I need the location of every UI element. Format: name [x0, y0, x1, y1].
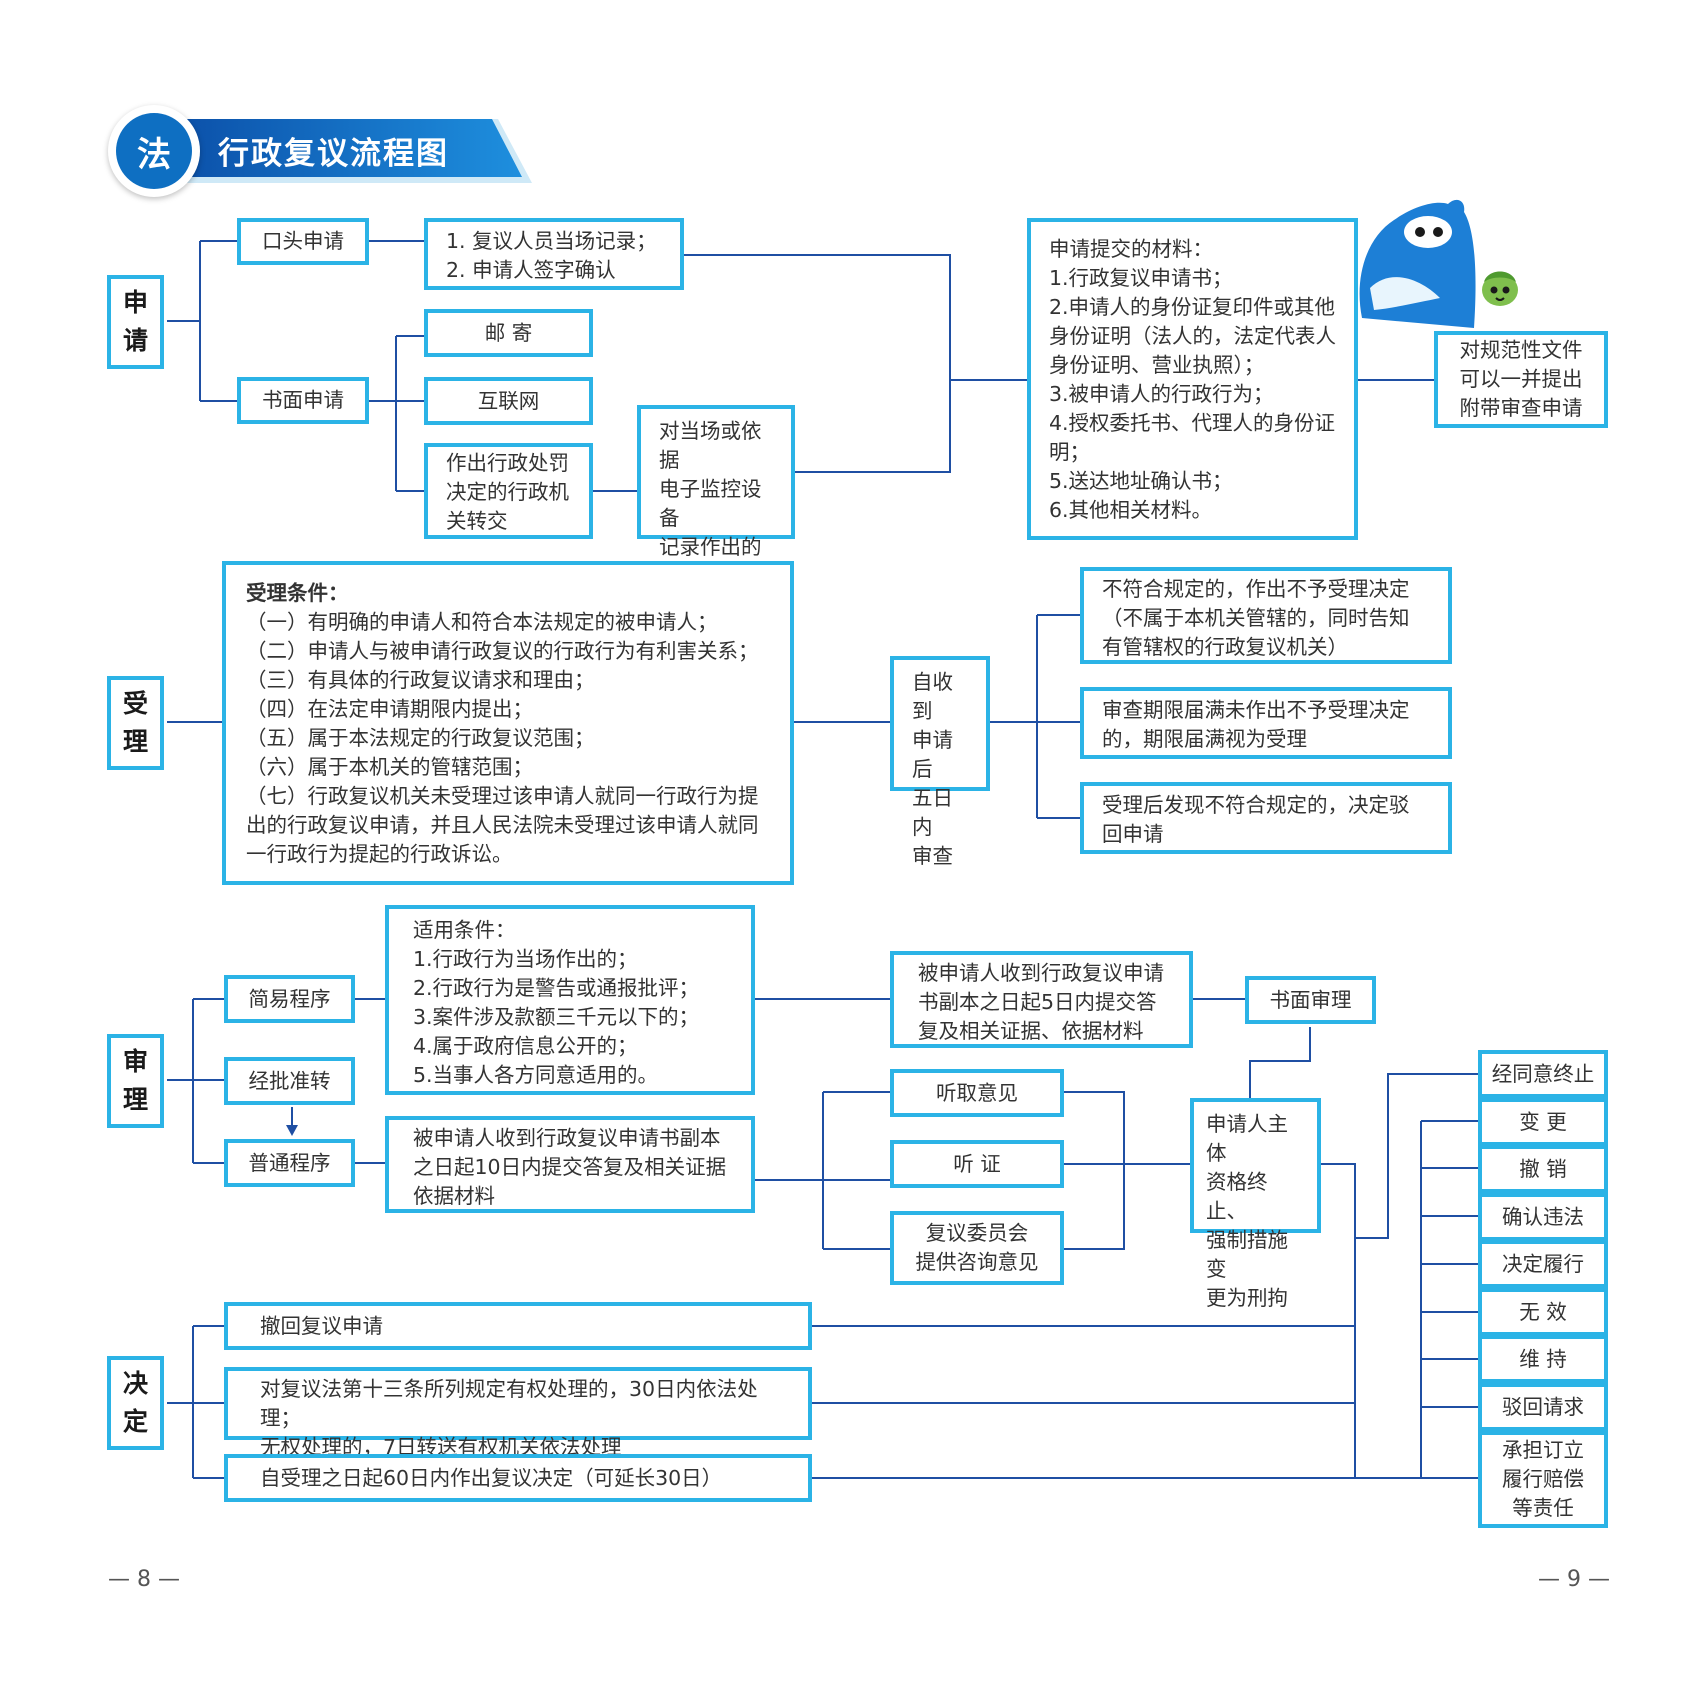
- outcome-invalid-box: 无 效: [1478, 1288, 1608, 1336]
- section-accept: 受 理: [107, 676, 164, 770]
- section-accept-char-2: 理: [122, 727, 148, 756]
- transfer-box: 作出行政处罚 决定的行政机 关转交: [424, 443, 593, 539]
- outcome-terminate-box: 经同意终止: [1478, 1050, 1608, 1098]
- withdraw-application-box: 撤回复议申请: [224, 1302, 812, 1350]
- materials-box: 申请提交的材料： 1.行政复议申请书； 2.申请人的身份证复印件或其他 身份证明…: [1027, 218, 1358, 540]
- law-emblem-icon: 法: [116, 113, 192, 189]
- section-apply-char-1: 申: [122, 288, 148, 317]
- accept-conditions-box: 受理条件： （一）有明确的申请人和符合本法规定的被申请人； （二）申请人与被申请…: [222, 561, 794, 885]
- deemed-accepted-box: 审查期限届满未作出不予受理决定 的，期限届满视为受理: [1080, 687, 1452, 759]
- page-number-right: — 9 —: [1538, 1567, 1610, 1592]
- outcome-order-perform-box: 决定履行: [1478, 1240, 1608, 1288]
- page-number-left: — 8 —: [108, 1567, 180, 1592]
- simple-conditions-box: 适用条件： 1.行政行为当场作出的； 2.行政行为是警告或通报批评； 3.案件涉…: [385, 905, 755, 1095]
- written-application-box: 书面申请: [237, 377, 369, 424]
- accept-conditions-list: （一）有明确的申请人和符合本法规定的被申请人； （二）申请人与被申请行政复议的行…: [246, 610, 759, 866]
- mascot-icon: [1359, 199, 1518, 328]
- accept-conditions-title: 受理条件：: [246, 581, 349, 605]
- hear-opinion-box: 听取意见: [890, 1069, 1064, 1117]
- written-review-box: 书面审理: [1245, 976, 1376, 1024]
- oral-application-box: 口头申请: [237, 218, 369, 265]
- reject-decision-box: 不符合规定的，作出不予受理决定 （不属于本机关管辖的，同时告知 有管辖权的行政复…: [1080, 567, 1452, 664]
- committee-opinion-box: 复议委员会 提供咨询意见: [890, 1211, 1064, 1285]
- mail-box: 邮 寄: [424, 309, 593, 357]
- page-title: 行政复议流程图: [218, 136, 449, 172]
- section-apply: 申 请: [107, 275, 164, 369]
- section-review-char-2: 理: [122, 1085, 148, 1114]
- normative-document-box: 对规范性文件 可以一并提出 附带审查申请: [1434, 331, 1608, 428]
- section-review: 审 理: [107, 1034, 164, 1128]
- oral-steps-box: 1. 复议人员当场记录； 2. 申请人签字确认: [424, 218, 684, 290]
- approved-transfer-box: 经批准转: [224, 1057, 355, 1105]
- outcome-confirm-illegal-box: 确认违法: [1478, 1193, 1608, 1241]
- simple-procedure-box: 简易程序: [224, 975, 355, 1023]
- section-apply-char-2: 请: [122, 326, 148, 355]
- simple-reply-box: 被申请人收到行政复议申请 书副本之日起5日内提交答 复及相关证据、依据材料: [890, 951, 1193, 1048]
- normal-procedure-box: 普通程序: [224, 1139, 355, 1187]
- section-review-char-1: 审: [122, 1047, 148, 1076]
- section-decide: 决 定: [107, 1356, 164, 1450]
- five-day-review-box: 自收到 申请后 五日内 审查: [890, 656, 990, 868]
- internet-box: 互联网: [424, 377, 593, 425]
- arrow-down-icon: [286, 1107, 298, 1136]
- section-decide-char-1: 决: [122, 1369, 148, 1398]
- outcome-compensation-box: 承担订立 履行赔偿 等责任: [1478, 1431, 1608, 1528]
- outcome-maintain-box: 维 持: [1478, 1335, 1608, 1383]
- section-accept-char-1: 受: [122, 689, 148, 718]
- hearing-box: 听 证: [890, 1140, 1064, 1188]
- outcome-reject-request-box: 驳回请求: [1478, 1383, 1608, 1431]
- normal-reply-box: 被申请人收到行政复议申请书副本 之日起10日内提交答复及相关证据 依据材料: [385, 1116, 755, 1213]
- section-decide-char-2: 定: [122, 1407, 148, 1436]
- outcome-revoke-box: 撤 销: [1478, 1145, 1608, 1193]
- title-banner: [170, 119, 532, 183]
- decision-deadline-box: 自受理之日起60日内作出复议决定（可延长30日）: [224, 1454, 812, 1502]
- article-13-box: 对复议法第十三条所列规定有权处理的，30日内依法处理； 无权处理的，7日转送有权…: [224, 1367, 812, 1459]
- outcome-change-box: 变 更: [1478, 1098, 1608, 1146]
- suspension-box: 申请人主体 资格终止、 强制措施变 更为刑拘: [1190, 1098, 1321, 1310]
- dismiss-application-box: 受理后发现不符合规定的，决定驳 回申请: [1080, 782, 1452, 854]
- logo-badge: 法: [108, 105, 200, 197]
